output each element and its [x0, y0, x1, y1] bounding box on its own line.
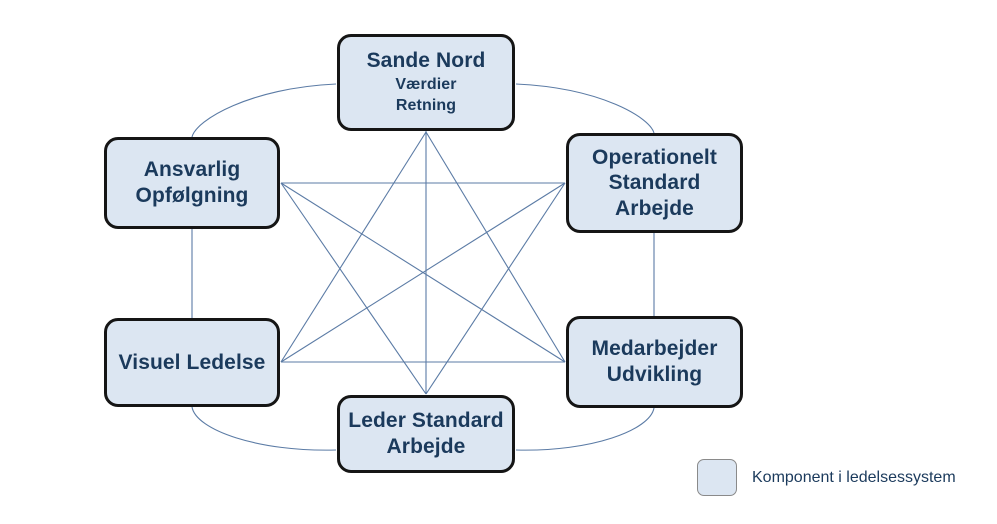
connector-sandenord-medarbejder: [425, 131, 566, 363]
node-leder-standard[interactable]: Leder Standard Arbejde: [337, 395, 515, 473]
node-visuel-ledelse[interactable]: Visuel Ledelse: [104, 318, 280, 407]
node-sande-nord[interactable]: Sande Nord Værdier Retning: [337, 34, 515, 131]
node-title: Medarbejder: [591, 337, 718, 361]
legend: Komponent i ledelsessystem: [697, 459, 956, 496]
node-title: Leder Standard: [348, 409, 504, 433]
node-title-line-2: Opfølgning: [135, 184, 249, 207]
node-title: Visuel Ledelse: [118, 350, 266, 374]
node-title-line-2: Udvikling: [606, 363, 703, 386]
node-medarbejder[interactable]: Medarbejder Udvikling: [566, 316, 743, 408]
node-title-line-2: Standard: [608, 171, 701, 195]
node-operationelt[interactable]: Operationelt Standard Arbejde: [566, 133, 743, 233]
node-title-line-3: Arbejde: [615, 196, 694, 220]
arc-sandenord-operationelt: [515, 83, 655, 134]
arc-medarbejder-leder: [515, 407, 655, 451]
arc-sandenord-ansvarlig: [191, 83, 337, 138]
node-ansvarlig[interactable]: Ansvarlig Opfølgning: [104, 137, 280, 229]
legend-swatch-icon: [697, 459, 737, 496]
node-subtitle-2: Retning: [395, 97, 457, 115]
node-subtitle-1: Værdier: [395, 75, 457, 93]
connector-sandenord-visuel: [280, 131, 427, 363]
connector-operationelt-visuel: [280, 182, 566, 363]
connector-operationelt-leder: [425, 182, 566, 395]
node-title: Sande Nord: [366, 49, 486, 73]
node-title: Operationelt: [592, 145, 717, 169]
node-title: Ansvarlig: [143, 158, 241, 182]
node-title-line-2: Arbejde: [386, 435, 466, 458]
legend-label: Komponent i ledelsessystem: [752, 468, 956, 486]
arc-visuel-leder: [191, 406, 337, 451]
connector-ansvarlig-leder: [280, 182, 427, 395]
